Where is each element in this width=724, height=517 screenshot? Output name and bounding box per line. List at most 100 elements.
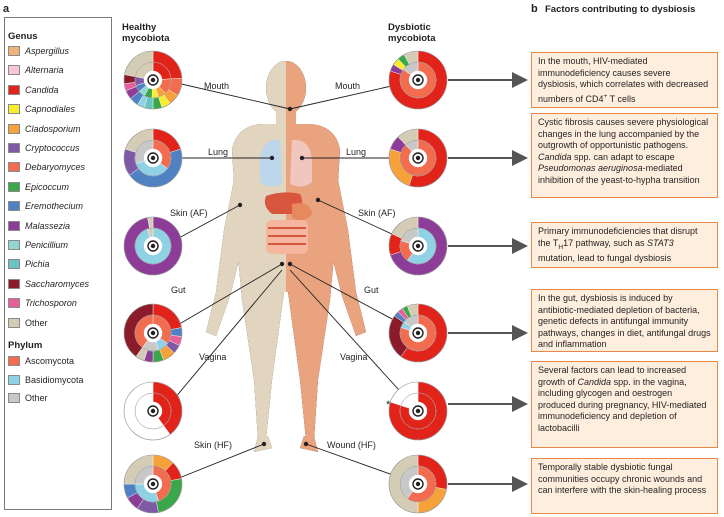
- label-skin-hf: Skin (HF): [194, 440, 232, 450]
- connector-lines: [163, 79, 419, 485]
- ring-divider: [399, 227, 437, 265]
- dysbiotic-ring-skin-af: [388, 216, 448, 276]
- factor-wound: Temporally stable dysbiotic fungal commu…: [531, 458, 718, 514]
- dysbiotic-mycobiota-header: Dysbiotic mycobiota: [388, 22, 436, 44]
- legend-genus-debaryomyces: Debaryomyces: [8, 160, 85, 174]
- label-wound-hf: Wound (HF): [327, 440, 376, 450]
- legend-label: Debaryomyces: [25, 162, 86, 173]
- legend-genus-capnodiales: Capnodiales: [8, 102, 75, 116]
- legend-phylum-basidiomycota: Basidiomycota: [8, 373, 84, 387]
- ring-center-marker: [412, 74, 424, 86]
- ring-center-marker: [147, 74, 159, 86]
- panel-b-label: b: [531, 3, 538, 15]
- dysbiotic-ring-lung: [388, 128, 448, 188]
- ring-outline: [123, 128, 183, 188]
- factor-gut: In the gut, dysbiosis is induced by anti…: [531, 289, 718, 352]
- ring-outline: [388, 50, 448, 110]
- legend-label: Pichia: [25, 259, 50, 270]
- label-skin-af-healthy: Skin (AF): [170, 208, 208, 218]
- legend-genus-penicillium: Penicillium: [8, 238, 68, 252]
- ring-divider: [134, 227, 172, 265]
- legend-phylum-ascomycota: Ascomycota: [8, 354, 74, 368]
- connector-dots: [237, 106, 321, 447]
- dysbiotic-header-line1: Dysbiotic: [388, 22, 431, 33]
- legend-swatch: [8, 143, 20, 153]
- legend-phylum-other: Other: [8, 391, 48, 405]
- ring-outline: [123, 454, 183, 514]
- ring-center-marker: [412, 240, 424, 252]
- ring-center-dot: [150, 243, 156, 249]
- ring-center-dot: [150, 330, 156, 336]
- ring-center-marker: [147, 327, 159, 339]
- factor-text: mutation, lead to fungal dysbiosis: [538, 252, 672, 263]
- ring-center-dot: [415, 243, 421, 249]
- factor-skin-af: Primary immunodeficiencies that disrupt …: [531, 222, 718, 268]
- ring-divider: [399, 465, 437, 503]
- dysbiotic-header-line2: mycobiota: [388, 33, 436, 44]
- dysbiotic-ring-vagina: [388, 381, 448, 441]
- factor-lung: Cystic fibrosis causes severe physiologi…: [531, 113, 718, 198]
- factor-text: Temporally stable dysbiotic fungal commu…: [538, 462, 707, 496]
- legend-label: Epicoccum: [25, 181, 70, 192]
- factor-text: Several factors can lead to increased gr…: [538, 365, 687, 387]
- legend-swatch: [8, 220, 20, 231]
- legend: [4, 17, 112, 510]
- ring-divider: [399, 61, 437, 99]
- legend-genus-other: Other: [8, 316, 48, 330]
- healthy-header-line1: Healthy: [122, 22, 157, 33]
- ring-center-dot: [150, 481, 156, 487]
- ring-center-marker: [147, 240, 159, 252]
- ring-outline: [388, 303, 448, 363]
- healthy-header-line2: mycobiota: [122, 33, 170, 44]
- legend-label: Ascomycota: [25, 356, 75, 366]
- legend-swatch: [8, 201, 20, 212]
- label-vagina-healthy: Vagina: [199, 352, 226, 362]
- ring-outline: [123, 216, 183, 276]
- ring-outline: [123, 303, 183, 363]
- mycobiota-diagram: Mouth Mouth Lung Lung Skin (AF) Skin (AF…: [123, 50, 528, 514]
- legend-swatch: [8, 46, 20, 56]
- legend-label: Alternaria: [25, 65, 64, 76]
- factor-text: In the gut, dysbiosis is induced by anti…: [538, 293, 711, 350]
- site-labels: Mouth Mouth Lung Lung Skin (AF) Skin (AF…: [130, 81, 396, 450]
- legend-label: Other: [25, 317, 48, 328]
- legend-label: Basidiomycota: [25, 374, 84, 385]
- ring-divider: [134, 392, 172, 430]
- ring-center-dot: [415, 155, 421, 161]
- ring-outline: [123, 381, 183, 441]
- label-mouth-healthy: Mouth: [204, 81, 229, 91]
- asterisk-dysbiotic: *: [386, 399, 391, 411]
- ring-divider: [399, 139, 437, 177]
- factor-text: H: [558, 243, 564, 251]
- legend-label: Cryptococcus: [25, 143, 80, 153]
- ring-center-dot: [415, 330, 421, 336]
- legend-label: Malassezia: [25, 220, 71, 231]
- legend-genus-cryptococcus: Cryptococcus: [8, 141, 80, 155]
- factor-text: Primary immunodeficiencies that disrupt …: [538, 226, 698, 248]
- ring-divider: [134, 139, 172, 177]
- factor-text: Candida: [577, 376, 612, 387]
- legend-swatch: [8, 181, 20, 192]
- dysbiotic-ring-gut: [388, 303, 448, 363]
- label-lung-dysbiotic: Lung: [346, 147, 366, 157]
- legend-swatch: [8, 240, 20, 250]
- factor-text: Pseudomonas aeruginosa: [538, 163, 643, 174]
- dysbiotic-ring-charts: [388, 50, 448, 514]
- healthy-ring-mouth: [123, 50, 183, 110]
- legend-label: Candida: [25, 84, 59, 95]
- legend-phylum-title: Phylum: [8, 340, 43, 351]
- legend-swatch: [8, 162, 20, 173]
- ring-outline: [388, 454, 448, 514]
- dysbiotic-ring-mouth: [388, 50, 448, 110]
- legend-genus-alternaria: Alternaria: [8, 63, 64, 77]
- legend-genus-candida: Candida: [8, 83, 59, 97]
- factor-text: Candida: [538, 151, 572, 162]
- ring-divider: [134, 314, 172, 352]
- legend-swatch: [8, 259, 20, 270]
- label-gut-dysbiotic: Gut: [364, 285, 379, 295]
- factor-text: spp. in the vagina, including glycogen a…: [538, 376, 707, 433]
- factor-text: In the mouth, HIV-mediated immunodeficie…: [538, 56, 709, 104]
- label-vagina-dysbiotic: Vagina: [340, 352, 367, 362]
- healthy-ring-skin-hf: [123, 454, 183, 514]
- legend-label: Saccharomyces: [25, 278, 90, 289]
